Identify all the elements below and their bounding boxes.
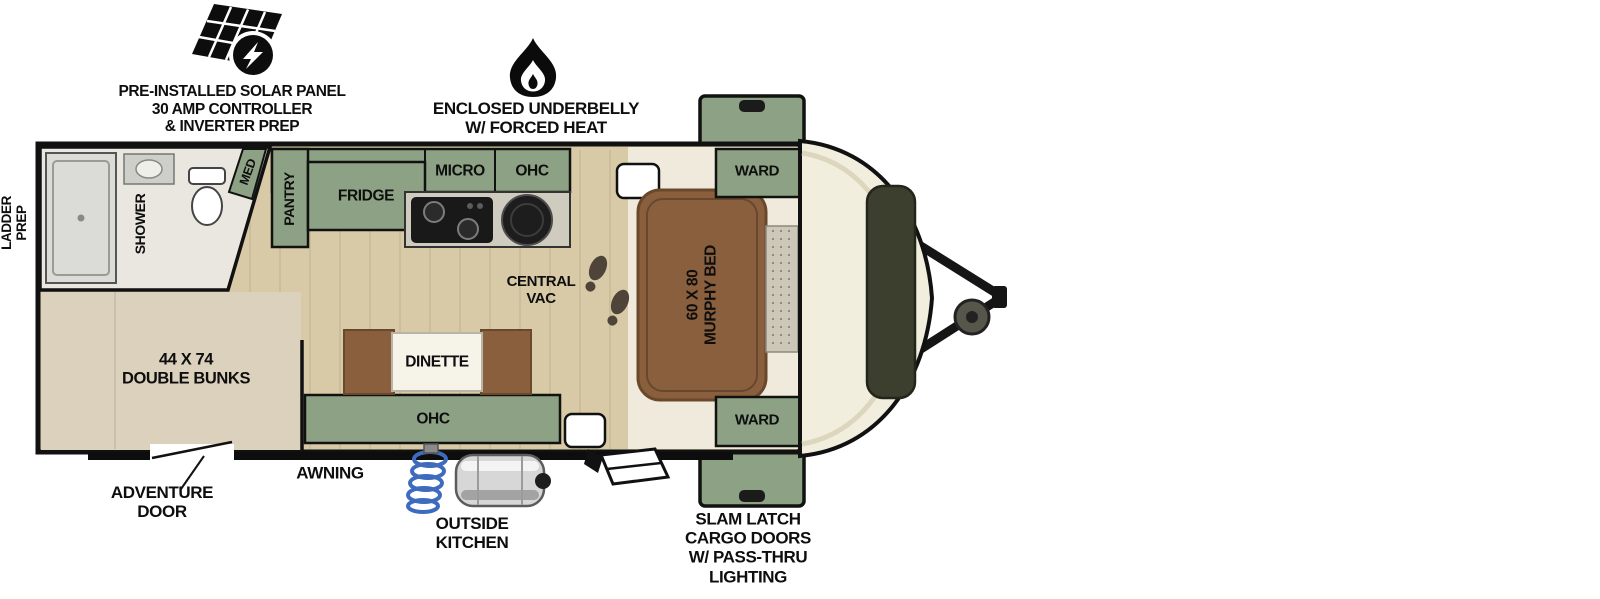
vanity-sink (123, 153, 175, 185)
underbelly-note-label: ENCLOSED UNDERBELLY W/ FORCED HEAT (432, 98, 640, 137)
dinette-bench-left (343, 329, 395, 395)
dinette-table (391, 332, 483, 392)
overhead-cabinet-dinette (303, 393, 562, 445)
flame-icon (509, 38, 557, 97)
ward-front-label: WARD (734, 162, 780, 180)
hitch-tongue (857, 204, 1007, 392)
water-tank-icon (454, 453, 551, 508)
wardrobe-front-top (714, 147, 802, 199)
front-cap (798, 138, 935, 459)
lightning-bolt-icon (243, 42, 263, 69)
fridge-label: FRIDGE (337, 187, 395, 205)
slam-latch-label: SLAM LATCH CARGO DOORS W/ PASS-THRU LIGH… (685, 509, 811, 587)
ward-rear-label: WARD (734, 411, 780, 429)
drain-icon (77, 214, 85, 222)
bed-platform (765, 225, 799, 353)
toilet-icon (188, 167, 226, 226)
med-cabinet (227, 148, 268, 201)
dinette-bench-right (480, 329, 532, 395)
stove-icon (411, 197, 493, 243)
shower-label: SHOWER (132, 193, 149, 255)
front-window (865, 184, 917, 400)
adventure-door (150, 440, 234, 490)
pantry-label: PANTRY (281, 172, 298, 226)
roof-vent-icon (615, 162, 661, 200)
murphy-bed (636, 188, 799, 402)
solar-note-label: PRE-INSTALLED SOLAR PANEL 30 AMP CONTROL… (118, 82, 346, 135)
cargo-handle-icon (739, 490, 765, 502)
ohc-dinette-label: OHC (416, 410, 450, 428)
double-bunks-label: 44 X 74 DOUBLE BUNKS (121, 350, 251, 387)
bunk-room-floor (41, 292, 301, 450)
central-vac-label: CENTRAL VAC (506, 273, 576, 307)
bathroom (38, 145, 273, 292)
cargo-door-top (698, 94, 806, 150)
outside-kitchen-label: OUTSIDE KITCHEN (435, 513, 509, 552)
micro-label: MICRO (435, 162, 485, 180)
skylight-icon (563, 412, 607, 449)
ohc-kitchen-label: OHC (515, 162, 549, 180)
coupler-icon (992, 286, 1007, 308)
sink-icon (501, 194, 553, 246)
outside-kitchen-equipment (406, 443, 551, 514)
ladder-prep-label: LADDER PREP (0, 196, 29, 250)
solar-panel-icon (192, 4, 282, 79)
cargo-door-bottom (698, 450, 806, 508)
dinette-label: DINETTE (405, 353, 469, 371)
shower-pan (45, 152, 117, 284)
dinette (303, 329, 562, 445)
hose-connector-icon (423, 443, 439, 454)
kitchen (270, 147, 572, 249)
adventure-door-label: ADVENTURE DOOR (110, 482, 214, 521)
murphy-bed-label: 60 X 80 MURPHY BED (684, 245, 720, 345)
cargo-handle-icon (739, 100, 765, 112)
footprints-icon (585, 255, 630, 326)
awning-bar (88, 452, 733, 460)
wardrobe-front-bottom (714, 395, 802, 448)
entry-steps-icon (584, 447, 671, 486)
hose-icon (406, 450, 448, 514)
awning-label: AWNING (296, 463, 364, 483)
